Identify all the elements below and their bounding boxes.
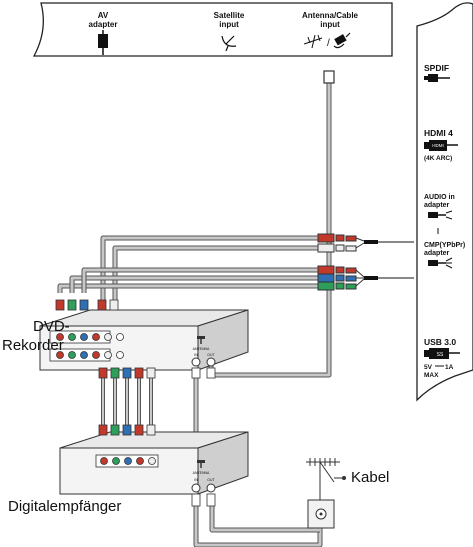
antenna-icon <box>303 34 323 49</box>
audio-in-label-1: AUDIO in <box>424 194 455 201</box>
receiver-port-in: IN <box>194 478 198 482</box>
tv-top-panel <box>32 2 393 57</box>
usb-power-voltage: 5V <box>424 364 433 371</box>
audio-in-adapter-icon <box>428 210 453 234</box>
satellite-input-label-1: Satellite <box>214 11 245 20</box>
usb-power-current: 1A <box>445 364 454 371</box>
cable-audio-right <box>112 245 320 300</box>
dvd-port-in: IN <box>194 353 198 357</box>
audio-adapter-plugs <box>317 233 414 253</box>
cable-antenna-icon <box>306 458 340 500</box>
hdmi-plug-icon <box>424 140 458 151</box>
av-adapter-icon <box>98 30 108 55</box>
dvd-bottom-plugs <box>98 367 216 379</box>
digital-receiver-device <box>59 431 249 495</box>
dvd-port-out: OUT <box>207 353 215 357</box>
antenna-cable-input-label-2: input <box>320 20 340 29</box>
digital-receiver-label: Digitalempfänger <box>8 498 122 515</box>
cmp-label-2: adapter <box>424 250 450 257</box>
dvd-recorder-device <box>39 309 249 371</box>
dvd-recorder-label-1: DVD- <box>33 318 70 335</box>
usb30-label: USB 3.0 <box>424 337 456 347</box>
cmp-label-1: CMP(YPbPr) <box>424 242 465 249</box>
cable-plug-icon <box>333 32 351 49</box>
av-adapter-label-1: AV <box>98 11 109 20</box>
spdif-plug-icon <box>424 74 450 82</box>
spdif-label: SPDIF <box>424 63 449 73</box>
antenna-cable-input-label-1: Antenna/Cable <box>302 11 359 20</box>
audio-in-label-2: adapter <box>424 202 450 209</box>
usb-plug-text: SS <box>437 352 444 358</box>
receiver-antenna-label: ANTENNA <box>193 471 210 475</box>
usb-power-max: MAX <box>424 372 439 379</box>
kabel-label: Kabel <box>351 469 390 486</box>
tv-side-panel <box>416 2 473 402</box>
dvd-recorder-label-2: Rekorder <box>2 337 64 354</box>
dvd-antenna-label: ANTENNA <box>193 347 210 351</box>
antenna-cable-separator: / <box>327 38 330 49</box>
hdmi-plug-text: HDMI <box>432 143 444 148</box>
dvd-top-plugs <box>55 299 119 311</box>
receiver-port-out: OUT <box>207 478 215 482</box>
receiver-bottom-plugs <box>191 493 216 507</box>
tv-antenna-plug <box>323 70 335 84</box>
satellite-dish-icon <box>221 35 237 52</box>
hdmi4-sub-label: (4K ARC) <box>424 155 452 162</box>
satellite-input-label-2: input <box>219 20 239 29</box>
av-adapter-label-2: adapter <box>89 20 118 29</box>
cmp-adapter-plugs <box>317 265 414 291</box>
receiver-top-plugs <box>98 424 156 436</box>
hdmi4-label: HDMI 4 <box>424 128 453 138</box>
cmp-adapter-icon <box>428 257 453 269</box>
wall-socket <box>307 499 335 529</box>
usb-plug-icon <box>424 348 460 359</box>
